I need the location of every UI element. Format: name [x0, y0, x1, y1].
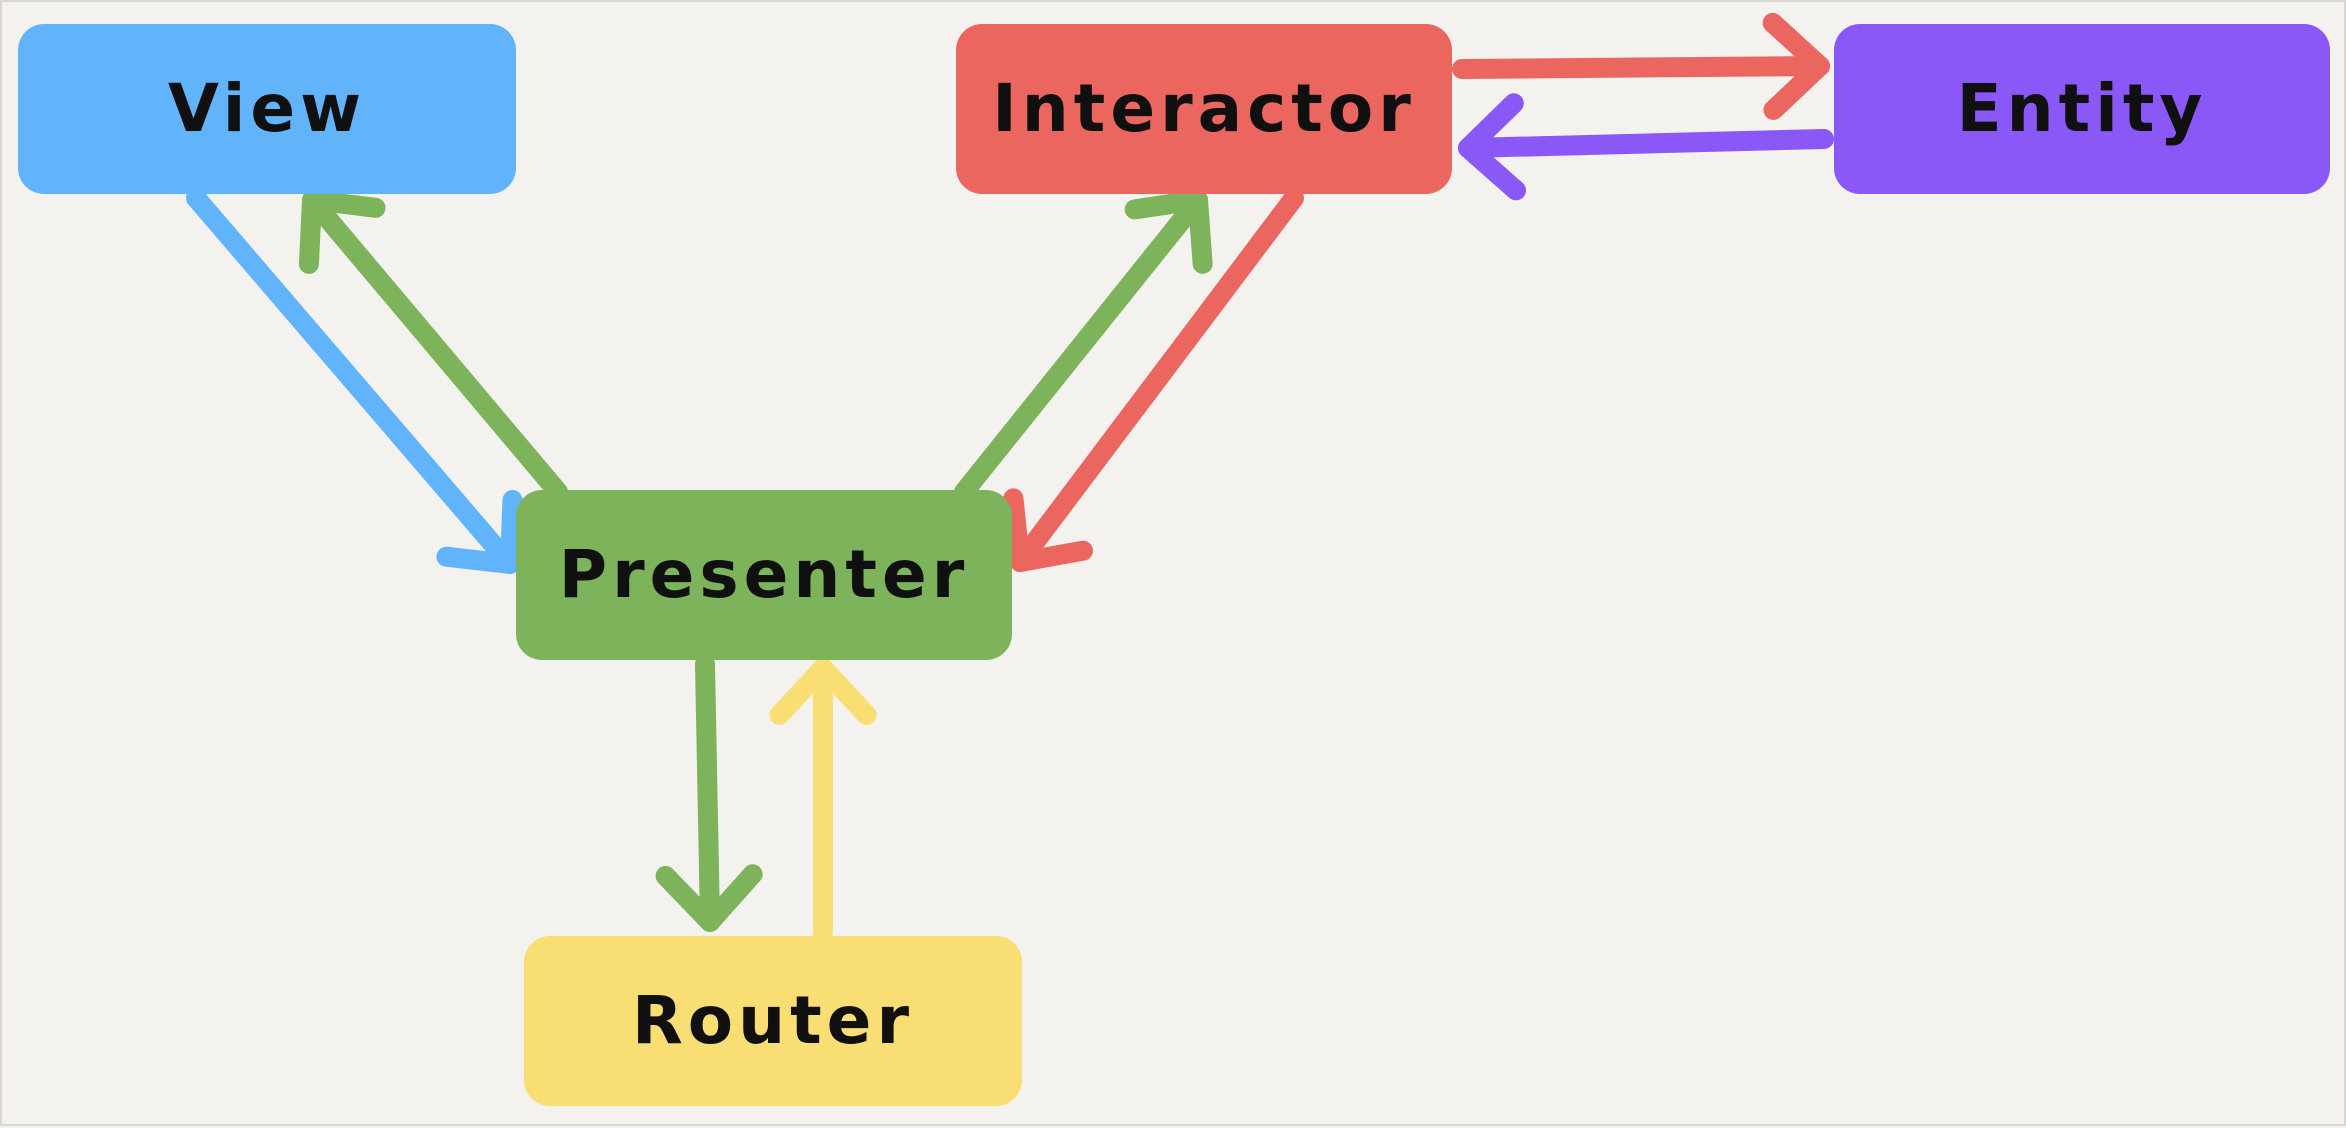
- entity-label: Entity: [1956, 70, 2208, 147]
- presenter-node: Presenter: [516, 490, 1012, 660]
- router-node: Router: [524, 936, 1022, 1106]
- arrow-entity-to-interactor: [1458, 93, 1834, 201]
- arrowhead: [655, 864, 763, 932]
- arrow-shaft: [302, 190, 568, 502]
- arrow-presenter-to-view: [298, 190, 568, 502]
- arrow-interactor-to-entity: [1452, 12, 1830, 120]
- arrow-view-to-presenter: [186, 188, 523, 574]
- arrow-interactor-to-presenter: [1003, 188, 1304, 572]
- arrowhead: [1124, 190, 1213, 274]
- arrow-shaft: [1452, 56, 1830, 79]
- arrow-shaft: [186, 188, 520, 574]
- arrow-shaft: [695, 654, 720, 932]
- router-label: Router: [631, 982, 914, 1059]
- arrow-presenter-to-router: [655, 654, 763, 932]
- interactor-node: Interactor: [956, 24, 1452, 194]
- arrowhead: [298, 190, 386, 274]
- interactor-label: Interactor: [992, 70, 1416, 147]
- presenter-label: Presenter: [558, 536, 970, 613]
- arrow-presenter-to-interactor: [954, 190, 1213, 502]
- arrowhead: [1762, 12, 1830, 120]
- arrowhead: [436, 490, 523, 574]
- view-label: View: [167, 70, 367, 147]
- arrow-shaft: [954, 190, 1208, 502]
- arrowhead: [1458, 93, 1527, 201]
- view-node: View: [18, 24, 516, 194]
- entity-node: Entity: [1834, 24, 2330, 194]
- arrowhead: [1003, 488, 1093, 572]
- arrowhead: [769, 658, 877, 725]
- arrow-router-to-presenter: [769, 658, 877, 942]
- arrow-shaft: [1458, 129, 1834, 158]
- arrow-shaft: [1010, 188, 1304, 572]
